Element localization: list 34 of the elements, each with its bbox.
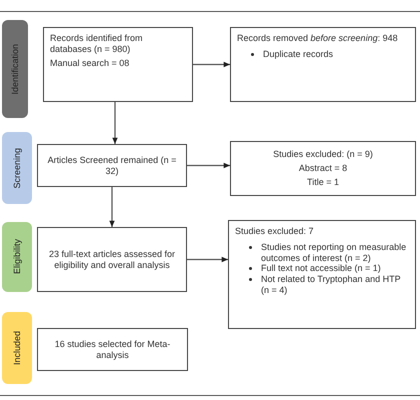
stage-label: Included bbox=[12, 330, 22, 366]
process-box bbox=[228, 220, 416, 329]
bullet-item: Duplicate records bbox=[263, 48, 334, 60]
process-box bbox=[37, 144, 187, 187]
arrow bbox=[112, 102, 118, 144]
box-text: Studies excluded: 7 bbox=[235, 226, 315, 237]
process-box bbox=[230, 141, 416, 196]
stage-band bbox=[2, 222, 32, 292]
process-box bbox=[230, 27, 416, 102]
box-text: Manual search = 08 bbox=[50, 58, 130, 68]
box-text: Abstract = 8 bbox=[298, 163, 348, 174]
process-box bbox=[43, 27, 193, 102]
box-text: 16 studies selected for Meta-analysis bbox=[54, 338, 172, 360]
arrow bbox=[187, 162, 230, 168]
box-text: Articles Screened remained (n = 32) bbox=[46, 154, 178, 176]
box-text: Title = 1 bbox=[306, 176, 340, 188]
bullet-item: Not related to Tryptophan and HTP (n = 4) bbox=[261, 274, 402, 296]
stage-band bbox=[2, 20, 28, 118]
box-text: Studies excluded: (n = 9) bbox=[272, 149, 374, 160]
stage-label: Eligibility bbox=[12, 239, 22, 274]
box-text: 23 full-text articles assessed for eligibility and overall analysis bbox=[48, 248, 176, 270]
process-box bbox=[37, 227, 187, 292]
bullet-item: Studies not reporting on measurable outcomes of interest (n = 2) bbox=[261, 242, 408, 264]
arrow bbox=[193, 62, 230, 68]
stage-band bbox=[2, 132, 32, 204]
stage-band bbox=[2, 312, 32, 384]
box-text: Records removed before screening: 948 bbox=[237, 33, 399, 44]
stage-label: Screening bbox=[12, 148, 22, 188]
box-text: Records identified from databases (n = 980) bbox=[50, 33, 144, 55]
bullet-item: Full text not accessible (n = 1) bbox=[261, 263, 381, 274]
process-box bbox=[37, 328, 188, 371]
arrow bbox=[109, 187, 115, 227]
stage-label: Identification bbox=[10, 44, 20, 94]
arrow bbox=[187, 256, 228, 262]
